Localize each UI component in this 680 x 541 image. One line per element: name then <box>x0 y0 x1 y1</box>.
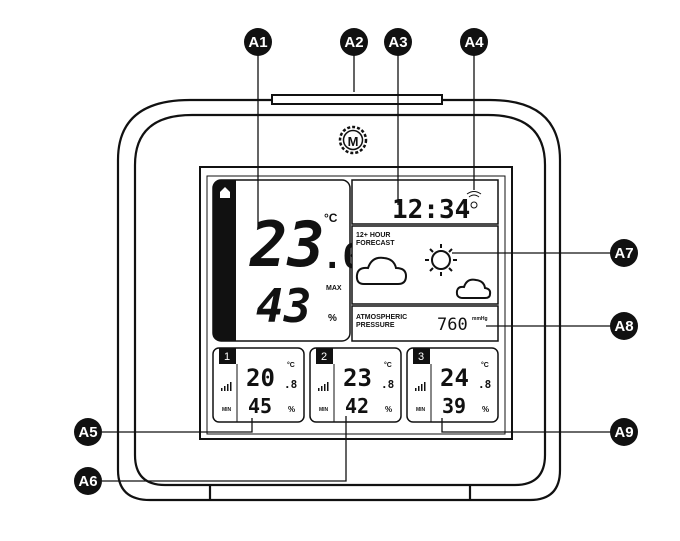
channel-temp-decimal-1: .8 <box>284 378 297 391</box>
callout-a4: A4 <box>460 28 488 56</box>
channel-panel-2: 2 MIN 23 .8 °C 42 % <box>309 347 402 423</box>
clock-time: 12:34 <box>392 195 470 225</box>
min-label-2: MIN <box>319 407 329 413</box>
home-icon <box>220 187 230 198</box>
channel-humidity-unit-2: % <box>385 405 392 414</box>
forecast-label-2: FORECAST <box>356 240 395 247</box>
channel-temp-1: 20 <box>246 364 275 392</box>
signal-bars-icon <box>318 382 329 391</box>
leader-lines <box>102 53 612 482</box>
top-button[interactable] <box>271 94 443 105</box>
svg-text:A3: A3 <box>388 34 407 51</box>
pressure-label-1: ATMOSPHERIC <box>356 314 407 321</box>
channel-temp-3: 24 <box>440 364 469 392</box>
channel-humidity-unit-3: % <box>482 405 489 414</box>
indoor-humidity-unit: % <box>328 313 337 324</box>
channel-panel-1: 1 MIN 20 .8 °C 45 % <box>212 347 305 423</box>
radio-signal-icon <box>466 191 482 209</box>
channel-temp-unit-3: °C <box>481 361 489 369</box>
channel-temp-unit-2: °C <box>384 361 392 369</box>
callout-a3: A3 <box>384 28 412 56</box>
cloud-icon <box>355 256 408 285</box>
pressure-panel: ATMOSPHERIC PRESSURE 760 mmHg <box>351 305 499 342</box>
channel-temp-decimal-3: .8 <box>478 378 491 391</box>
svg-text:A1: A1 <box>248 34 267 51</box>
signal-bars-icon <box>415 382 426 391</box>
callout-a6: A6 <box>74 467 102 495</box>
channel-number-3: 3 <box>418 351 424 363</box>
max-label: MAX <box>326 285 342 292</box>
brand-logo: M <box>338 125 368 155</box>
svg-text:A6: A6 <box>78 473 97 490</box>
callout-a1: A1 <box>244 28 272 56</box>
forecast-label-1: 12+ HOUR <box>356 232 390 239</box>
small-cloud-icon <box>455 278 492 299</box>
clock-panel: 12:34 <box>351 179 499 225</box>
indoor-temperature: 23 <box>249 208 325 281</box>
min-label-1: MIN <box>222 407 232 413</box>
svg-text:A8: A8 <box>614 318 633 335</box>
indoor-humidity: 43 <box>256 279 311 333</box>
channel-humidity-1: 45 <box>248 394 272 418</box>
sun-icon <box>425 244 457 276</box>
signal-bars-icon <box>221 382 232 391</box>
callout-a5: A5 <box>74 418 102 446</box>
svg-text:A2: A2 <box>344 34 363 51</box>
channel-number-1: 1 <box>224 351 230 363</box>
channel-humidity-unit-1: % <box>288 405 295 414</box>
pressure-unit: mmHg <box>472 316 488 322</box>
pressure-label-2: PRESSURE <box>356 322 395 329</box>
indoor-panel: 23 .0 °C 43 MAX % <box>212 179 363 342</box>
indoor-temp-unit: °C <box>324 211 338 225</box>
svg-text:A9: A9 <box>614 424 633 441</box>
channel-humidity-3: 39 <box>442 394 466 418</box>
svg-text:A7: A7 <box>614 245 633 262</box>
channel-temp-2: 23 <box>343 364 372 392</box>
callout-a8: A8 <box>610 312 638 340</box>
channel-number-2: 2 <box>321 351 327 363</box>
svg-text:A4: A4 <box>464 34 484 51</box>
forecast-panel: 12+ HOUR FORECAST <box>351 225 499 305</box>
svg-text:A5: A5 <box>78 424 97 441</box>
logo-letter: M <box>348 134 359 149</box>
channel-temp-unit-1: °C <box>287 361 295 369</box>
channel-humidity-2: 42 <box>345 394 369 418</box>
pressure-value: 760 <box>437 315 468 335</box>
channel-panel-3: 3 MIN 24 .8 °C 39 % <box>406 347 499 423</box>
channel-temp-decimal-2: .8 <box>381 378 394 391</box>
callout-a9: A9 <box>610 418 638 446</box>
min-label-3: MIN <box>416 407 426 413</box>
callout-a7: A7 <box>610 239 638 267</box>
callout-a2: A2 <box>340 28 368 56</box>
